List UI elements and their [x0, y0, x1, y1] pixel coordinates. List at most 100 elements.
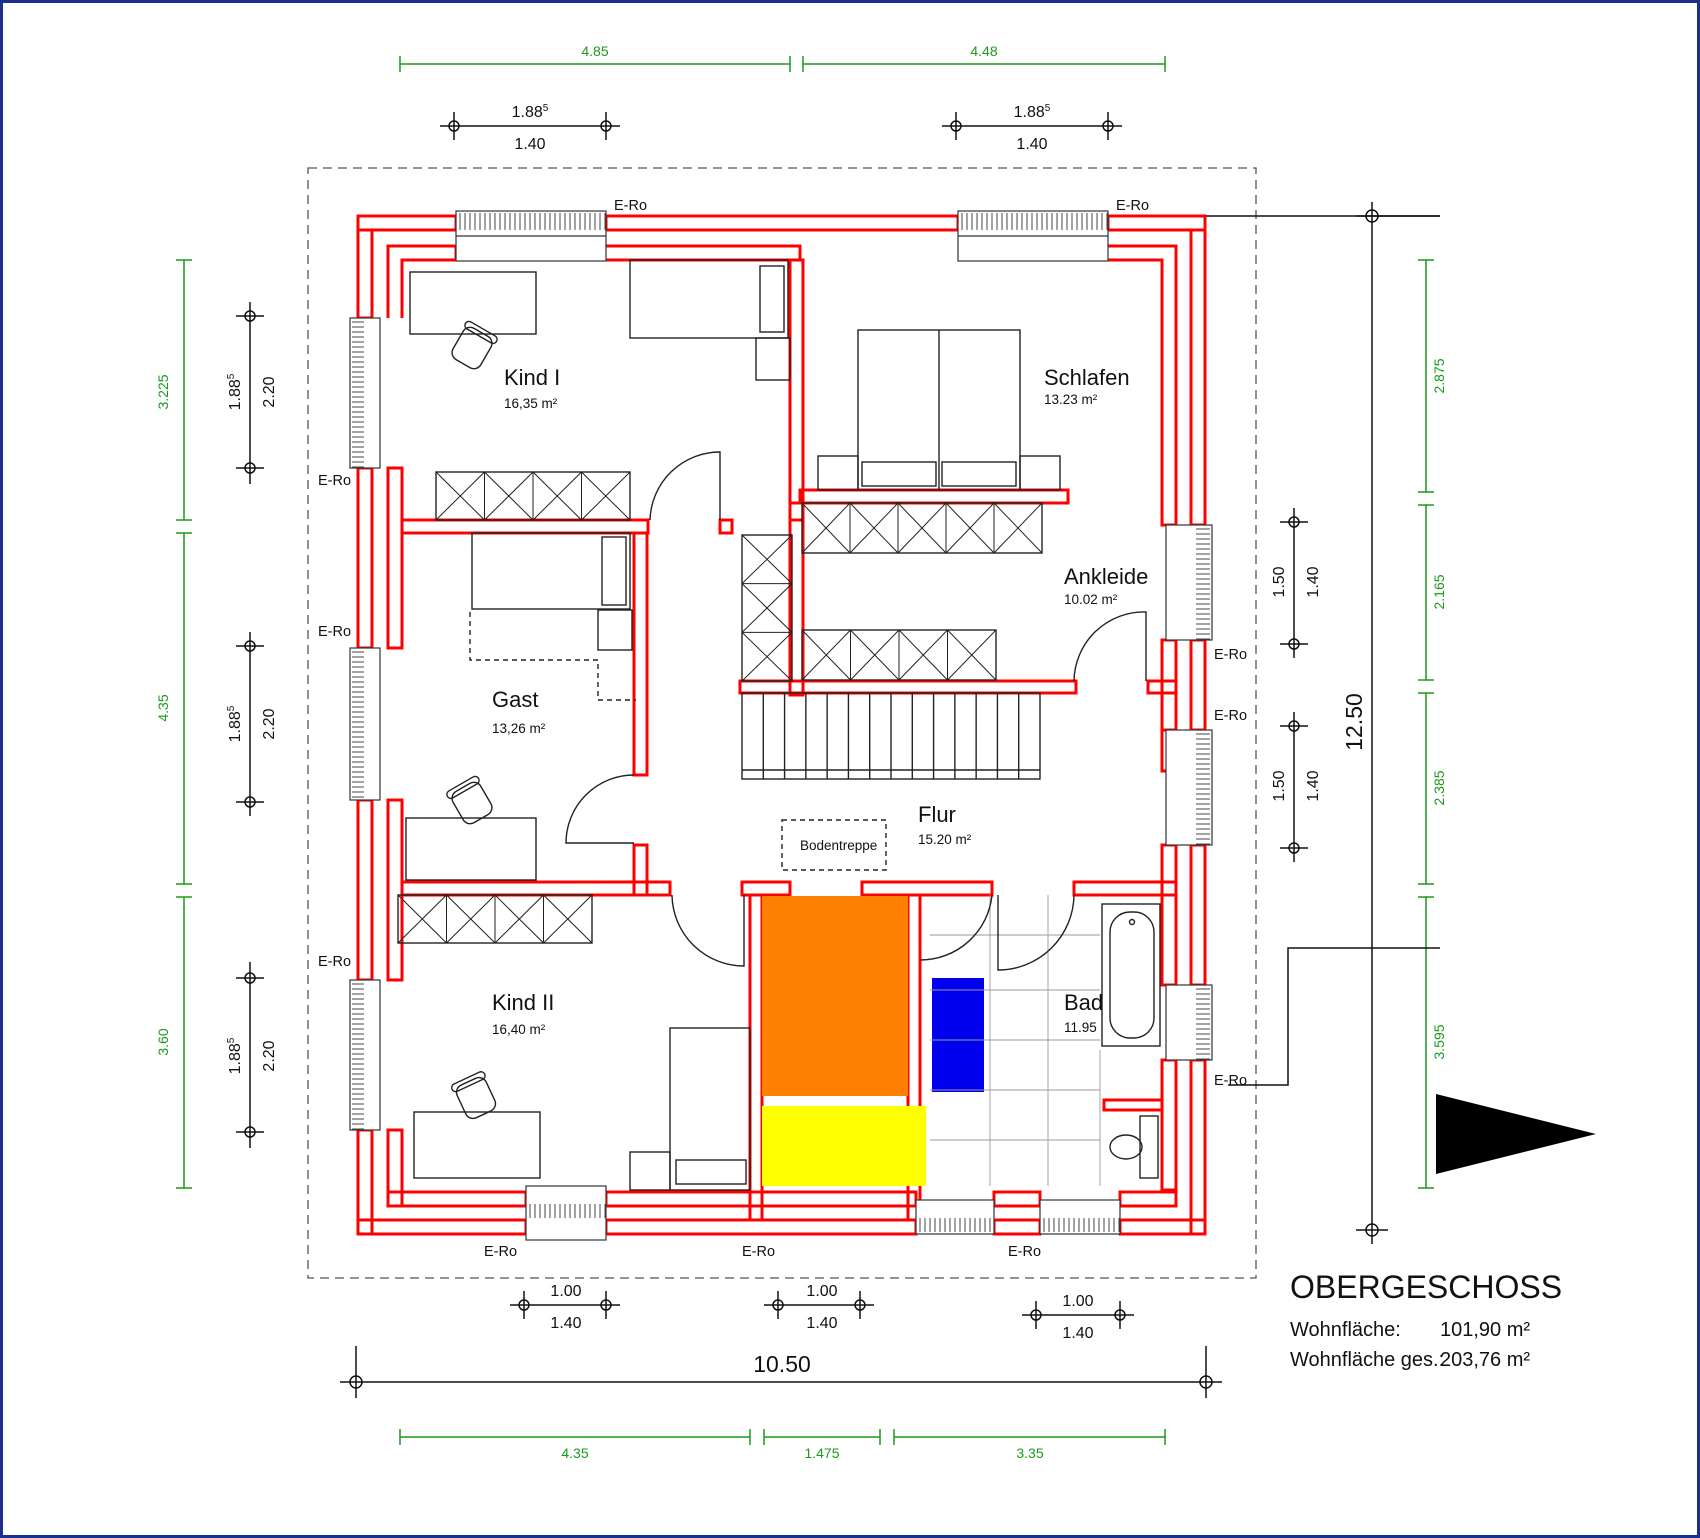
dim-label: 4.85	[581, 43, 608, 59]
dim-label: 3.225	[155, 374, 171, 409]
e-ro-label: E-Ro	[742, 1244, 775, 1260]
area-label: Wohnfläche:	[1290, 1319, 1401, 1341]
room-name: Ankleide	[1064, 564, 1148, 589]
wardrobe-cross	[741, 631, 793, 682]
room-area: 15.20 m²	[918, 832, 972, 847]
total-width-label: 10.50	[753, 1351, 811, 1377]
wardrobe-crosses	[397, 471, 1043, 944]
green-dimensions: 4.85 4.48 3.225 4.35 3.60 2.875 2.165 2.…	[155, 43, 1447, 1461]
wardrobe-cross	[532, 471, 582, 521]
room-area: 16,40 m²	[492, 1022, 546, 1037]
wardrobe-cross	[543, 894, 593, 944]
window-dimensions: 1.885 1.40 1.885 1.40 1.885 2.20 1.885 2…	[226, 103, 1322, 1342]
wardrobe-cross	[850, 629, 900, 681]
dim-sup: 5	[543, 103, 549, 114]
dim-label: 4.35	[561, 1445, 588, 1461]
dim-label: 1.00	[550, 1283, 581, 1300]
dim-sup: 5	[1045, 103, 1051, 114]
wardrobe-cross	[741, 583, 793, 633]
e-ro-label: E-Ro	[614, 198, 647, 214]
wardrobe-cross	[446, 894, 496, 944]
dim-label: 1.88	[227, 379, 244, 410]
dim-label: 1.88	[1014, 104, 1045, 121]
dim-sup: 5	[226, 373, 237, 379]
dim-label: 1.475	[804, 1445, 839, 1461]
shutter-hatching	[352, 213, 1210, 1232]
dim-label: 1.88	[512, 104, 543, 121]
bodentreppe-label: Bodentreppe	[800, 838, 877, 853]
room-name: Flur	[918, 802, 956, 827]
overall-dimensions: 10.50 12.50	[340, 202, 1440, 1398]
wardrobe-cross	[897, 502, 947, 554]
dim-label: 1.40	[1062, 1325, 1093, 1342]
door-swings	[565, 451, 1147, 971]
furniture	[397, 259, 1161, 1191]
dim-label: 1.40	[1305, 566, 1322, 597]
e-ro-label: E-Ro	[1214, 708, 1247, 724]
svg-text:1.885: 1.885	[226, 705, 244, 742]
area-label: Wohnfläche ges.:	[1290, 1349, 1444, 1371]
total-height-label: 12.50	[1341, 693, 1367, 751]
svg-text:1.885: 1.885	[226, 373, 244, 410]
roof-outline	[307, 167, 1257, 1279]
dim-label: 1.40	[1016, 136, 1047, 153]
staircase	[741, 692, 1041, 780]
dim-label: 1.40	[550, 1315, 581, 1332]
wardrobe-cross	[484, 471, 534, 521]
room-area: 13.23 m²	[1044, 392, 1098, 407]
wardrobe-cross	[801, 629, 851, 681]
room-area: 10.02 m²	[1064, 592, 1118, 607]
room-name: Kind II	[492, 990, 554, 1015]
dim-label: 1.88	[227, 711, 244, 742]
dim-label: 3.60	[155, 1028, 171, 1055]
svg-text:1.885: 1.885	[1014, 103, 1051, 121]
dim-label: 4.35	[155, 694, 171, 721]
area-value: 203,76 m²	[1440, 1349, 1530, 1371]
room-name: Gast	[492, 687, 538, 712]
dim-label: 1.88	[227, 1043, 244, 1074]
e-ro-label: E-Ro	[1214, 647, 1247, 663]
dim-label: 1.50	[1271, 566, 1288, 597]
dim-label: 2.165	[1431, 574, 1447, 609]
dim-label: 1.40	[514, 136, 545, 153]
room-name: Schlafen	[1044, 365, 1130, 390]
orange-block	[762, 896, 908, 1096]
dim-label: 3.595	[1431, 1024, 1447, 1059]
wardrobe-cross	[741, 534, 793, 585]
room-area: 11.95	[1064, 1020, 1097, 1035]
room-name: Kind I	[504, 365, 560, 390]
room-labels: Kind I 16,35 m² Schlafen 13.23 m² Anklei…	[492, 365, 1148, 1037]
e-ro-label: E-Ro	[1116, 198, 1149, 214]
area-value: 101,90 m²	[1440, 1319, 1530, 1341]
e-ro-labels: E-Ro E-Ro E-Ro E-Ro E-Ro E-Ro E-Ro E-Ro …	[318, 198, 1247, 1260]
dim-label: 3.35	[1016, 1445, 1043, 1461]
dim-label: 4.48	[970, 43, 997, 59]
wardrobe-cross	[945, 502, 995, 554]
blue-block	[932, 978, 984, 1092]
wardrobe-cross	[801, 502, 851, 554]
e-ro-label: E-Ro	[318, 624, 351, 640]
dim-label: 2.20	[261, 708, 278, 739]
svg-text:1.885: 1.885	[226, 1037, 244, 1074]
dim-label: 2.875	[1431, 358, 1447, 393]
wardrobe-cross	[581, 471, 631, 521]
wardrobe-cross	[435, 471, 485, 521]
yellow-block	[762, 1106, 926, 1186]
dim-label: 1.00	[806, 1283, 837, 1300]
dim-label: 1.40	[806, 1315, 837, 1332]
dim-sup: 5	[226, 1037, 237, 1043]
dim-label: 1.00	[1062, 1293, 1093, 1310]
wardrobe-cross	[397, 894, 447, 944]
plan-title: OBERGESCHOSS	[1290, 1269, 1562, 1305]
svg-text:1.885: 1.885	[512, 103, 549, 121]
e-ro-label: E-Ro	[484, 1244, 517, 1260]
wardrobe-cross	[898, 629, 948, 681]
e-ro-label: E-Ro	[318, 473, 351, 489]
dim-label: 1.50	[1271, 770, 1288, 801]
chairs	[446, 320, 498, 1120]
e-ro-label: E-Ro	[1008, 1244, 1041, 1260]
windows	[349, 210, 1213, 1241]
dim-label: 2.385	[1431, 770, 1447, 805]
dim-sup: 5	[226, 705, 237, 711]
